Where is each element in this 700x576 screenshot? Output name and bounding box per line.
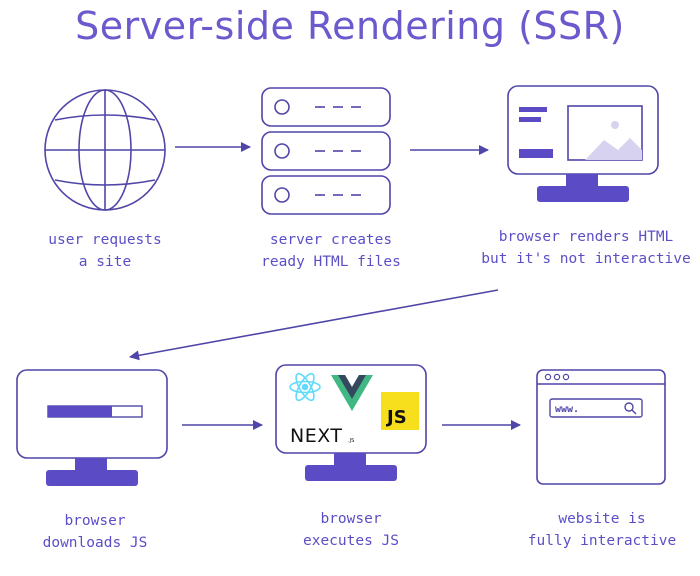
caption-line: fully interactive	[527, 533, 677, 549]
caption-line: a site	[78, 254, 132, 270]
caption-user-requests: user requests a site	[20, 229, 190, 273]
monitor-layout-icon	[507, 85, 659, 202]
caption-line: ready HTML files	[261, 254, 401, 270]
caption-line: website is	[558, 511, 646, 527]
caption-line: browser	[320, 511, 382, 527]
js-logo-text: JS	[385, 407, 407, 428]
next-logo-icon: NEXT .JS	[290, 425, 354, 447]
caption-line: server creates	[269, 232, 393, 248]
caption-line: browser	[64, 513, 126, 529]
browser-window-icon: www.	[536, 369, 666, 485]
arrow-render-to-download	[129, 289, 499, 361]
globe-icon	[44, 89, 166, 211]
caption-line: user requests	[48, 232, 162, 248]
react-logo-icon	[289, 372, 321, 402]
js-logo-icon	[381, 392, 419, 430]
monitor-frameworks-icon: NEXT .JS JS	[275, 364, 427, 481]
magnifier-icon	[624, 402, 637, 415]
caption-website-interactive: website is fully interactive	[512, 508, 692, 552]
caption-browser-executes: browser executes JS	[266, 508, 436, 552]
url-bar	[549, 398, 643, 418]
caption-line: browser renders HTML	[498, 229, 674, 245]
vue-logo-icon	[331, 375, 373, 411]
server-icon	[261, 87, 391, 215]
caption-browser-downloads: browser downloads JS	[10, 510, 180, 554]
monitor-progress-icon	[16, 369, 168, 486]
caption-server-creates: server creates ready HTML files	[236, 229, 426, 273]
url-text: www.	[555, 404, 579, 415]
caption-line: downloads JS	[42, 535, 148, 551]
diagram-title: Server-side Rendering (SSR)	[75, 4, 625, 48]
next-logo-subtext: .JS	[348, 438, 354, 444]
next-logo-text: NEXT	[290, 425, 343, 447]
caption-browser-renders: browser renders HTML but it's not intera…	[476, 226, 696, 270]
caption-line: executes JS	[302, 533, 400, 549]
caption-line: but it's not interactive	[481, 251, 691, 267]
